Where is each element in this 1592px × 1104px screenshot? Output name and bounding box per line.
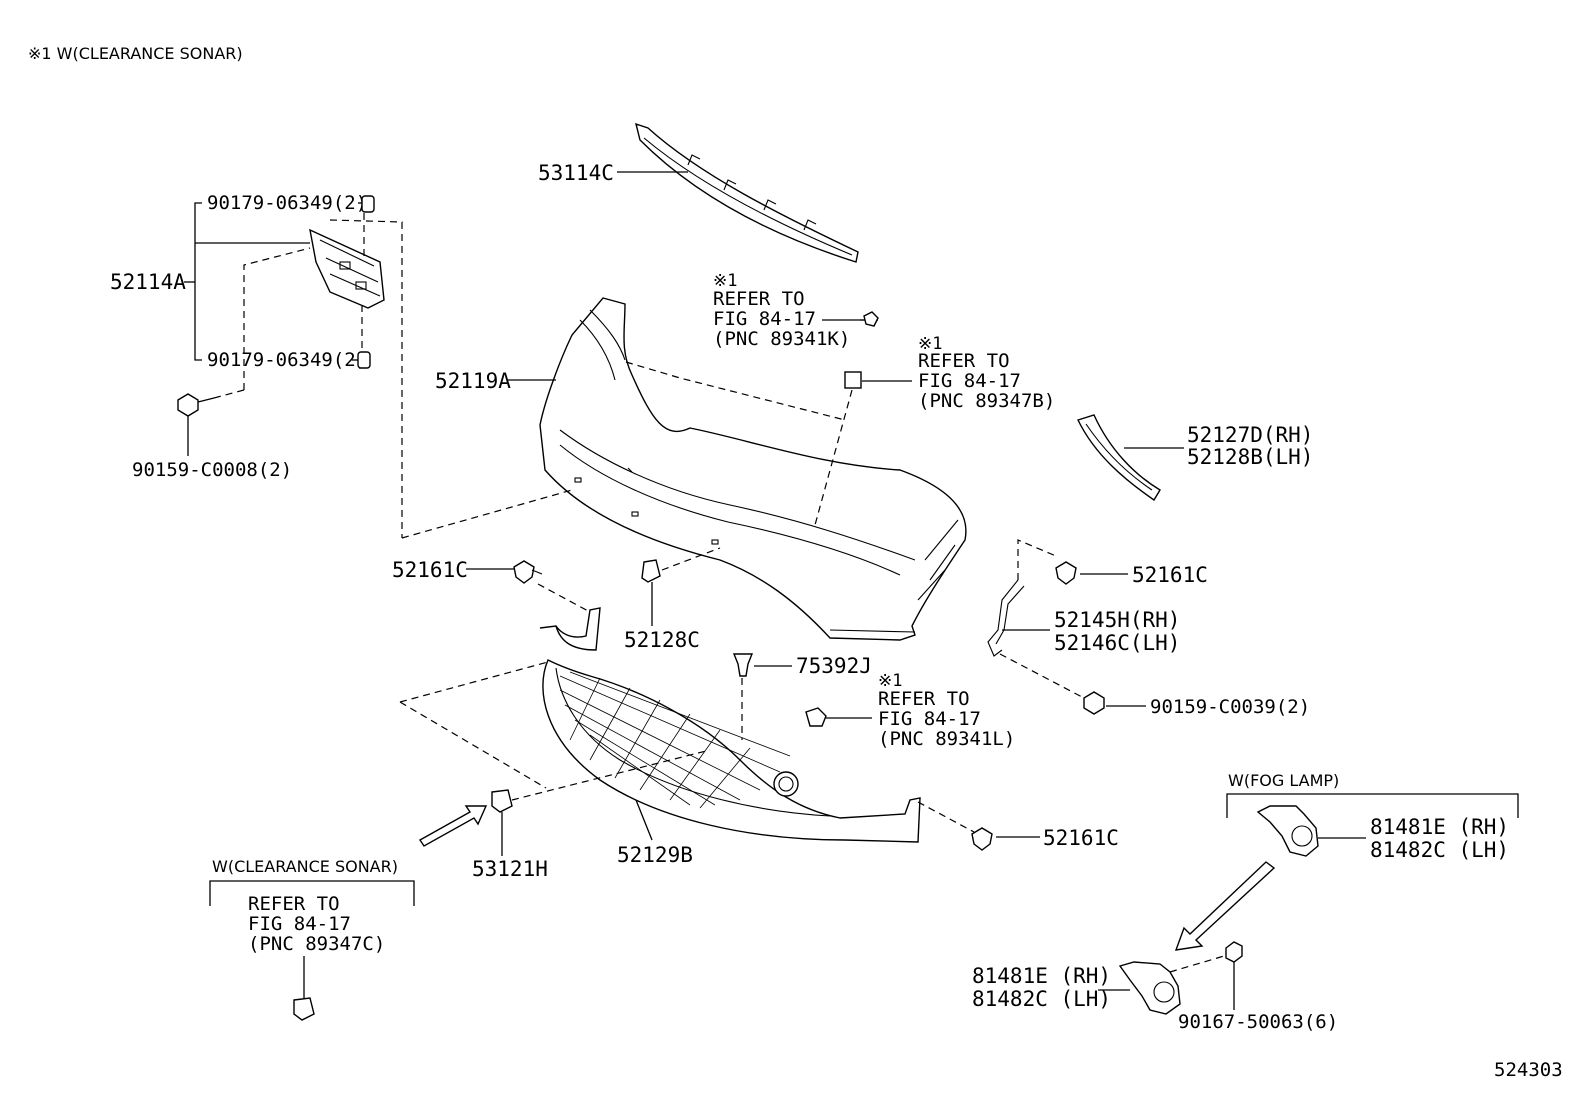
label-52128B: 52128B(LH)	[1187, 445, 1313, 469]
group-fog-lamp: W(FOG LAMP)	[1228, 771, 1339, 790]
ref3-line3: (PNC 89341L)	[878, 728, 1015, 750]
fog-lamp-cover-top-part[interactable]	[1256, 805, 1319, 857]
label-52114A: 52114A	[110, 270, 186, 294]
label-52119A: 52119A	[435, 369, 511, 393]
ref1-line2: FIG 84-17	[713, 308, 816, 330]
sonar-sensor-icon[interactable]	[805, 707, 827, 727]
label-52129B: 52129B	[617, 843, 693, 867]
clearance-sonar-group: W(CLEARANCE SONAR) REFER TO FIG 84-17 (P…	[209, 857, 415, 1021]
bolt-90159-C0008-part[interactable]	[177, 393, 215, 417]
label-52145H: 52145H(RH)	[1054, 608, 1180, 632]
clip-75392J-part[interactable]	[732, 653, 754, 677]
label-90179-top: 90179-06349(2)	[207, 192, 367, 214]
label-53114C: 53114C	[538, 161, 614, 185]
clip-52161C-bottom-part[interactable]	[971, 827, 993, 851]
cap-52128C-part[interactable]	[641, 559, 661, 583]
sonar-sensor-icon[interactable]	[863, 311, 879, 327]
label-81481E-bottom: 81481E (RH)	[972, 964, 1111, 988]
ref1-mark: ※1	[713, 271, 737, 291]
fog-lamp-group: W(FOG LAMP) 81481E (RH) 81482C (LH)	[1174, 771, 1519, 951]
ref2-line1: REFER TO	[918, 350, 1010, 372]
label-75392J: 75392J	[796, 654, 872, 678]
ref4-line1: REFER TO	[248, 893, 340, 915]
bracket-group: 90179-06349(2) 90179-06349(2) 52114A	[110, 192, 403, 538]
clip-90179-bottom[interactable]	[357, 351, 371, 369]
screw-90167-50063-part[interactable]	[1225, 941, 1243, 963]
arrow-icon	[418, 805, 488, 847]
side-garnish-part[interactable]	[1077, 414, 1161, 501]
label-90159-C0039: 90159-C0039(2)	[1150, 696, 1310, 718]
label-52146C: 52146C(LH)	[1054, 631, 1180, 655]
reference-89341L: ※1 REFER TO FIG 84-17 (PNC 89341L)	[805, 671, 1015, 750]
label-52127D: 52127D(RH)	[1187, 423, 1313, 447]
fog-lamp-cover-bottom-part[interactable]	[1118, 961, 1181, 1015]
reference-89347B: ※1 REFER TO FIG 84-17 (PNC 89347B)	[844, 334, 1055, 412]
label-81482C-bottom: 81482C (LH)	[972, 987, 1111, 1011]
bumper-retainer-52145H-part[interactable]	[987, 579, 1025, 657]
clip-52161C-right-part[interactable]	[1055, 561, 1077, 585]
ref1-line1: REFER TO	[713, 288, 805, 310]
label-81481E-top: 81481E (RH)	[1370, 815, 1509, 839]
ref4-line3: (PNC 89347C)	[248, 933, 385, 955]
figure-id: 524303	[1494, 1059, 1563, 1081]
ref2-line3: (PNC 89347B)	[918, 390, 1055, 412]
ref3-line2: FIG 84-17	[878, 708, 981, 730]
ref1-line3: (PNC 89341K)	[713, 328, 850, 350]
ref3-line1: REFER TO	[878, 688, 970, 710]
label-53121H: 53121H	[472, 857, 548, 881]
label-52161C-right: 52161C	[1132, 563, 1208, 587]
bolt-90159-C0039-part[interactable]	[1083, 691, 1105, 715]
sonar-retainer-icon[interactable]	[293, 997, 315, 1021]
label-52161C-bottom: 52161C	[1043, 826, 1119, 850]
ref2-mark: ※1	[918, 334, 942, 354]
ref3-mark: ※1	[878, 671, 902, 691]
bumper-cover-52119A-part[interactable]	[539, 297, 967, 641]
label-90159-C0008: 90159-C0008(2)	[132, 459, 292, 481]
group-clearance-sonar: W(CLEARANCE SONAR)	[212, 857, 398, 876]
reference-89341K: ※1 REFER TO FIG 84-17 (PNC 89341K)	[713, 271, 879, 350]
ref4-line2: FIG 84-17	[248, 913, 351, 935]
lower-grille-52129B-part[interactable]	[539, 607, 921, 843]
label-90179-bottom: 90179-06349(2)	[207, 349, 367, 371]
sonar-retainer-icon[interactable]	[844, 371, 862, 389]
bracket-52114A-part[interactable]	[309, 228, 385, 309]
label-81482C-top: 81482C (LH)	[1370, 838, 1509, 862]
clip-90179-top[interactable]	[361, 195, 375, 213]
label-90167-50063: 90167-50063(6)	[1178, 1011, 1338, 1033]
clip-52161C-left-part[interactable]	[513, 560, 543, 584]
sonar-retainer-53121H-part[interactable]	[491, 789, 513, 813]
label-52161C-left: 52161C	[392, 558, 468, 582]
header-note: ※1 W(CLEARANCE SONAR)	[28, 44, 243, 63]
label-52128C: 52128C	[624, 628, 700, 652]
ref2-line2: FIG 84-17	[918, 370, 1021, 392]
arrow-icon	[1174, 861, 1276, 951]
upper-grille-strip-part[interactable]	[635, 122, 859, 263]
